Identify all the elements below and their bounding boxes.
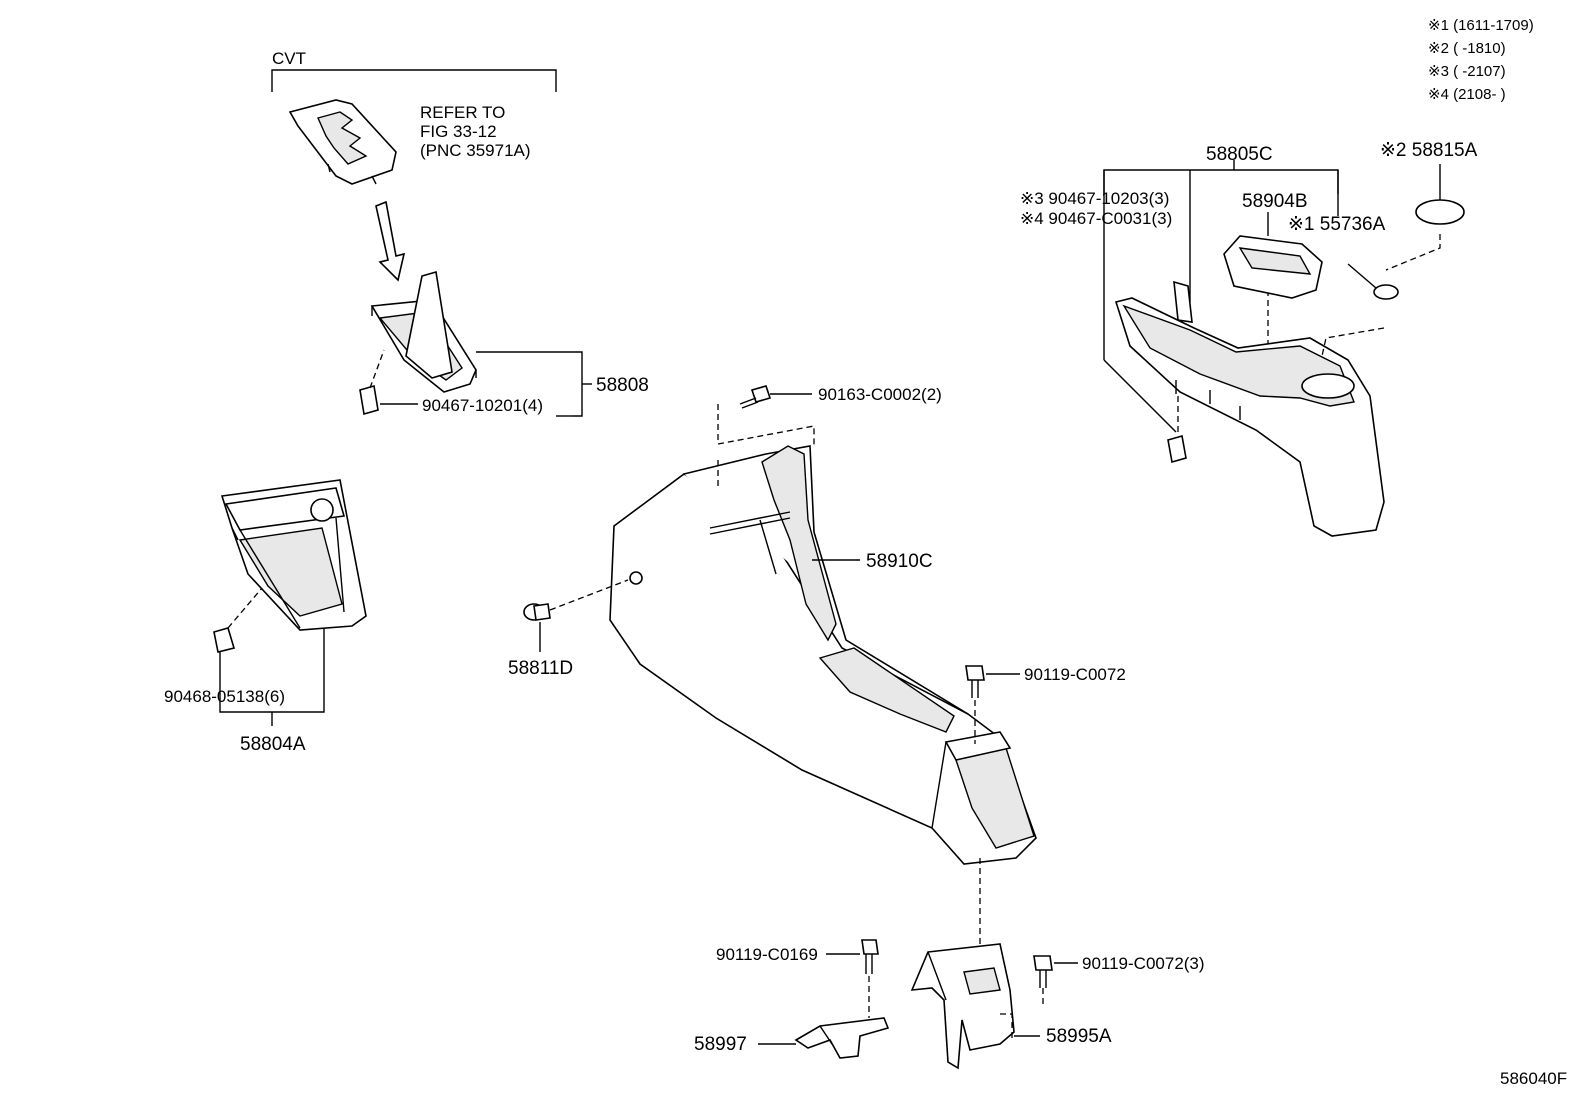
label-58904B: 58904B <box>1242 191 1308 212</box>
cvt-group: CVT REFER TO FIG 33-12 (PNC 35971A) <box>271 49 557 282</box>
console-panel-58804A <box>213 479 367 726</box>
label-90119-C0072-3: 90119-C0072(3) <box>1082 954 1205 973</box>
cvt-title: CVT <box>272 49 306 68</box>
label-58815A: ※2 58815A <box>1380 140 1478 161</box>
cvt-bracket <box>271 69 557 92</box>
label-55736A: ※1 55736A <box>1288 214 1386 235</box>
clip-90467-10203 <box>1167 434 1187 464</box>
label-90468-05138: 90468-05138(6) <box>164 687 285 706</box>
label-90467-C0031: ※4 90467-C0031(3) <box>1020 209 1172 228</box>
note-2: ※2 ( -1810) <box>1428 40 1506 57</box>
label-58995A: 58995A <box>1046 1026 1112 1047</box>
note-4: ※4 (2108- ) <box>1428 86 1506 103</box>
label-58808: 58808 <box>596 375 649 396</box>
tray-58904B <box>1223 212 1323 299</box>
down-arrow-icon <box>375 200 406 282</box>
shift-boot-58808 <box>359 270 592 417</box>
plug-58811D <box>523 579 629 652</box>
console-body-58910C <box>609 404 1037 865</box>
label-58805C: 58805C <box>1206 144 1273 165</box>
refer-line-1: REFER TO <box>420 103 505 122</box>
clip-90467-10201 <box>359 384 379 416</box>
clip-90468-05138 <box>213 627 236 653</box>
cvt-shift-bezel <box>288 99 397 185</box>
label-58997: 58997 <box>694 1034 747 1055</box>
screw-90119-C0072 <box>965 665 1020 744</box>
label-58910C: 58910C <box>866 551 933 572</box>
label-90163-C0002: 90163-C0002(2) <box>818 385 942 404</box>
label-90119-C0072: 90119-C0072 <box>1024 665 1126 684</box>
label-90119-C0169: 90119-C0169 <box>716 945 818 964</box>
screw-90163-C0002 <box>739 385 812 409</box>
label-90467-10203: ※3 90467-10203(3) <box>1020 189 1169 208</box>
screw-90119-C0072-3 <box>1033 955 1078 1006</box>
refer-line-2: FIG 33-12 <box>420 122 497 141</box>
label-90467-10201: 90467-10201(4) <box>422 396 543 415</box>
refer-line-3: (PNC 35971A) <box>420 141 531 160</box>
applicability-notes: ※1 (1611-1709) ※2 ( -1810) ※3 ( -2107) ※… <box>1428 17 1534 103</box>
upper-console-58805C <box>1103 160 1441 537</box>
label-58811D: 58811D <box>508 658 573 679</box>
label-58804A: 58804A <box>240 734 306 755</box>
diagram-id: 586040F <box>1500 1069 1567 1088</box>
screw-90119-C0169 <box>826 939 879 1018</box>
bracket-58997 <box>758 1017 890 1059</box>
note-3: ※3 ( -2107) <box>1428 63 1506 80</box>
bracket-58995A <box>910 943 1040 1070</box>
cap-55736A <box>1347 263 1399 300</box>
mat-58815A <box>1415 164 1465 225</box>
note-1: ※1 (1611-1709) <box>1428 17 1534 34</box>
